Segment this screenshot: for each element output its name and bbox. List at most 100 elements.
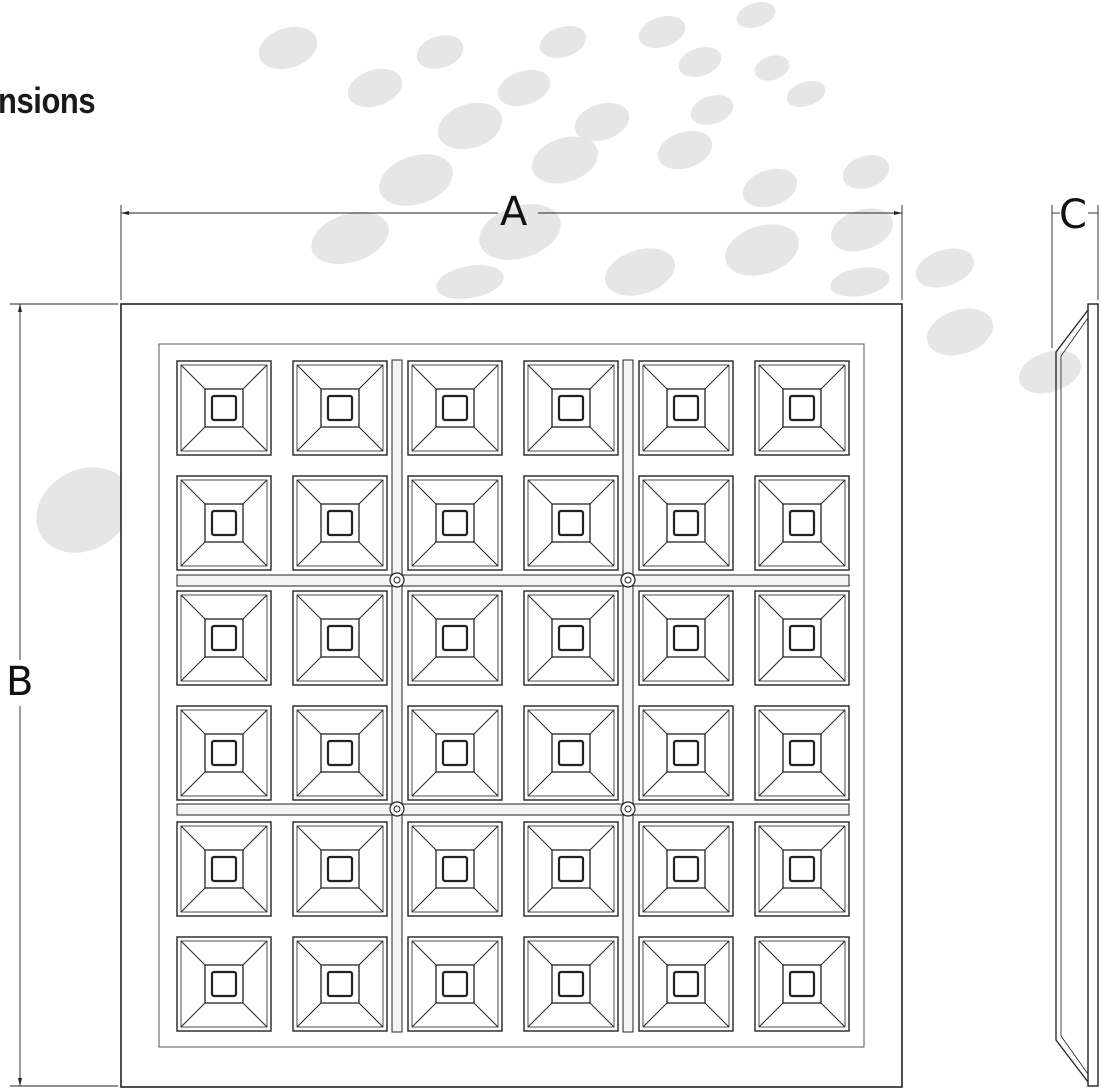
tile-diagonal (527, 656, 553, 682)
lens-tile (638, 936, 734, 1032)
tile-bevel (758, 364, 846, 452)
mounting-screw-center (624, 805, 632, 813)
tile-diagonal (758, 541, 784, 567)
lens-tile (754, 475, 850, 571)
tile-diagonal (642, 709, 668, 735)
arrow-head (18, 304, 22, 312)
led-lens (672, 739, 700, 767)
dimension-label-b: B (6, 659, 34, 705)
background-dot (736, 2, 776, 28)
tile-bevel (527, 940, 615, 1028)
tile-diagonal (589, 1002, 615, 1028)
background-dot (915, 248, 975, 288)
led-lens (326, 509, 354, 537)
tile-diagonal (473, 541, 499, 567)
tile-bevel (411, 709, 499, 797)
tile-diagonal (758, 771, 784, 797)
background-dot (347, 68, 403, 108)
tile-diagonal (758, 479, 784, 505)
lens-tile (292, 705, 388, 801)
tile-bevel (758, 594, 846, 682)
lens-tile (638, 360, 734, 456)
tile-bevel (180, 940, 268, 1028)
lens-tile (292, 936, 388, 1032)
tile-bevel (296, 594, 384, 682)
led-lens (557, 394, 585, 422)
led-lens (441, 394, 469, 422)
tile-diagonal (358, 594, 384, 620)
tile-diagonal (820, 940, 846, 966)
tile-bevel (411, 364, 499, 452)
tile-bevel (180, 364, 268, 452)
lens-tile (407, 590, 503, 686)
led-lens (210, 970, 238, 998)
tile-diagonal (358, 364, 384, 390)
tile-diagonal (758, 426, 784, 452)
tile-diagonal (589, 887, 615, 913)
tile-diagonal (242, 825, 268, 851)
tile-diagonal (473, 709, 499, 735)
tile-diagonal (473, 364, 499, 390)
tile-diagonal (642, 656, 668, 682)
tile-bevel (180, 479, 268, 567)
tile-diagonal (589, 479, 615, 505)
tile-diagonal (820, 364, 846, 390)
tile-diagonal (358, 541, 384, 567)
led-lens (788, 739, 816, 767)
dimension-lines (10, 205, 1099, 1087)
tile-diagonal (296, 771, 322, 797)
tile-diagonal (180, 825, 206, 851)
tile-diagonal (242, 771, 268, 797)
tile-diagonal (296, 479, 322, 505)
tile-bevel (527, 479, 615, 567)
tile-bevel (642, 940, 730, 1028)
tile-diagonal (296, 1002, 322, 1028)
led-lens (788, 855, 816, 883)
tile-diagonal (411, 364, 437, 390)
led-lens (557, 855, 585, 883)
tile-diagonal (411, 825, 437, 851)
tile-diagonal (704, 364, 730, 390)
tile-diagonal (296, 709, 322, 735)
tile-diagonal (180, 940, 206, 966)
lens-tile (754, 590, 850, 686)
tile-bevel (527, 364, 615, 452)
tile-diagonal (296, 656, 322, 682)
tile-diagonal (180, 541, 206, 567)
background-dot (742, 168, 798, 208)
tile-diagonal (296, 825, 322, 851)
tile-diagonal (180, 709, 206, 735)
lens-tile (292, 821, 388, 917)
tile-diagonal (642, 825, 668, 851)
tile-bevel (296, 825, 384, 913)
lens-tile (407, 705, 503, 801)
lens-tile (176, 705, 272, 801)
lens-tile (292, 475, 388, 571)
tile-bevel (527, 594, 615, 682)
tile-diagonal (758, 940, 784, 966)
tile-diagonal (180, 364, 206, 390)
lens-tile (523, 936, 619, 1032)
tile-diagonal (411, 887, 437, 913)
tile-diagonal (527, 887, 553, 913)
led-lens (672, 970, 700, 998)
tile-diagonal (527, 364, 553, 390)
tile-diagonal (411, 541, 437, 567)
led-lens (557, 970, 585, 998)
lens-tile (176, 475, 272, 571)
led-lens (441, 739, 469, 767)
tile-diagonal (642, 594, 668, 620)
lens-tile (523, 590, 619, 686)
mounting-screw (620, 572, 636, 588)
led-lens (557, 739, 585, 767)
background-dot (311, 212, 389, 264)
tile-diagonal (589, 825, 615, 851)
tile-diagonal (180, 771, 206, 797)
tile-diagonal (411, 709, 437, 735)
tile-bevel (411, 940, 499, 1028)
lens-tile (176, 360, 272, 456)
tile-diagonal (589, 426, 615, 452)
tile-diagonal (820, 426, 846, 452)
tile-diagonal (820, 771, 846, 797)
background-dot (497, 69, 551, 107)
